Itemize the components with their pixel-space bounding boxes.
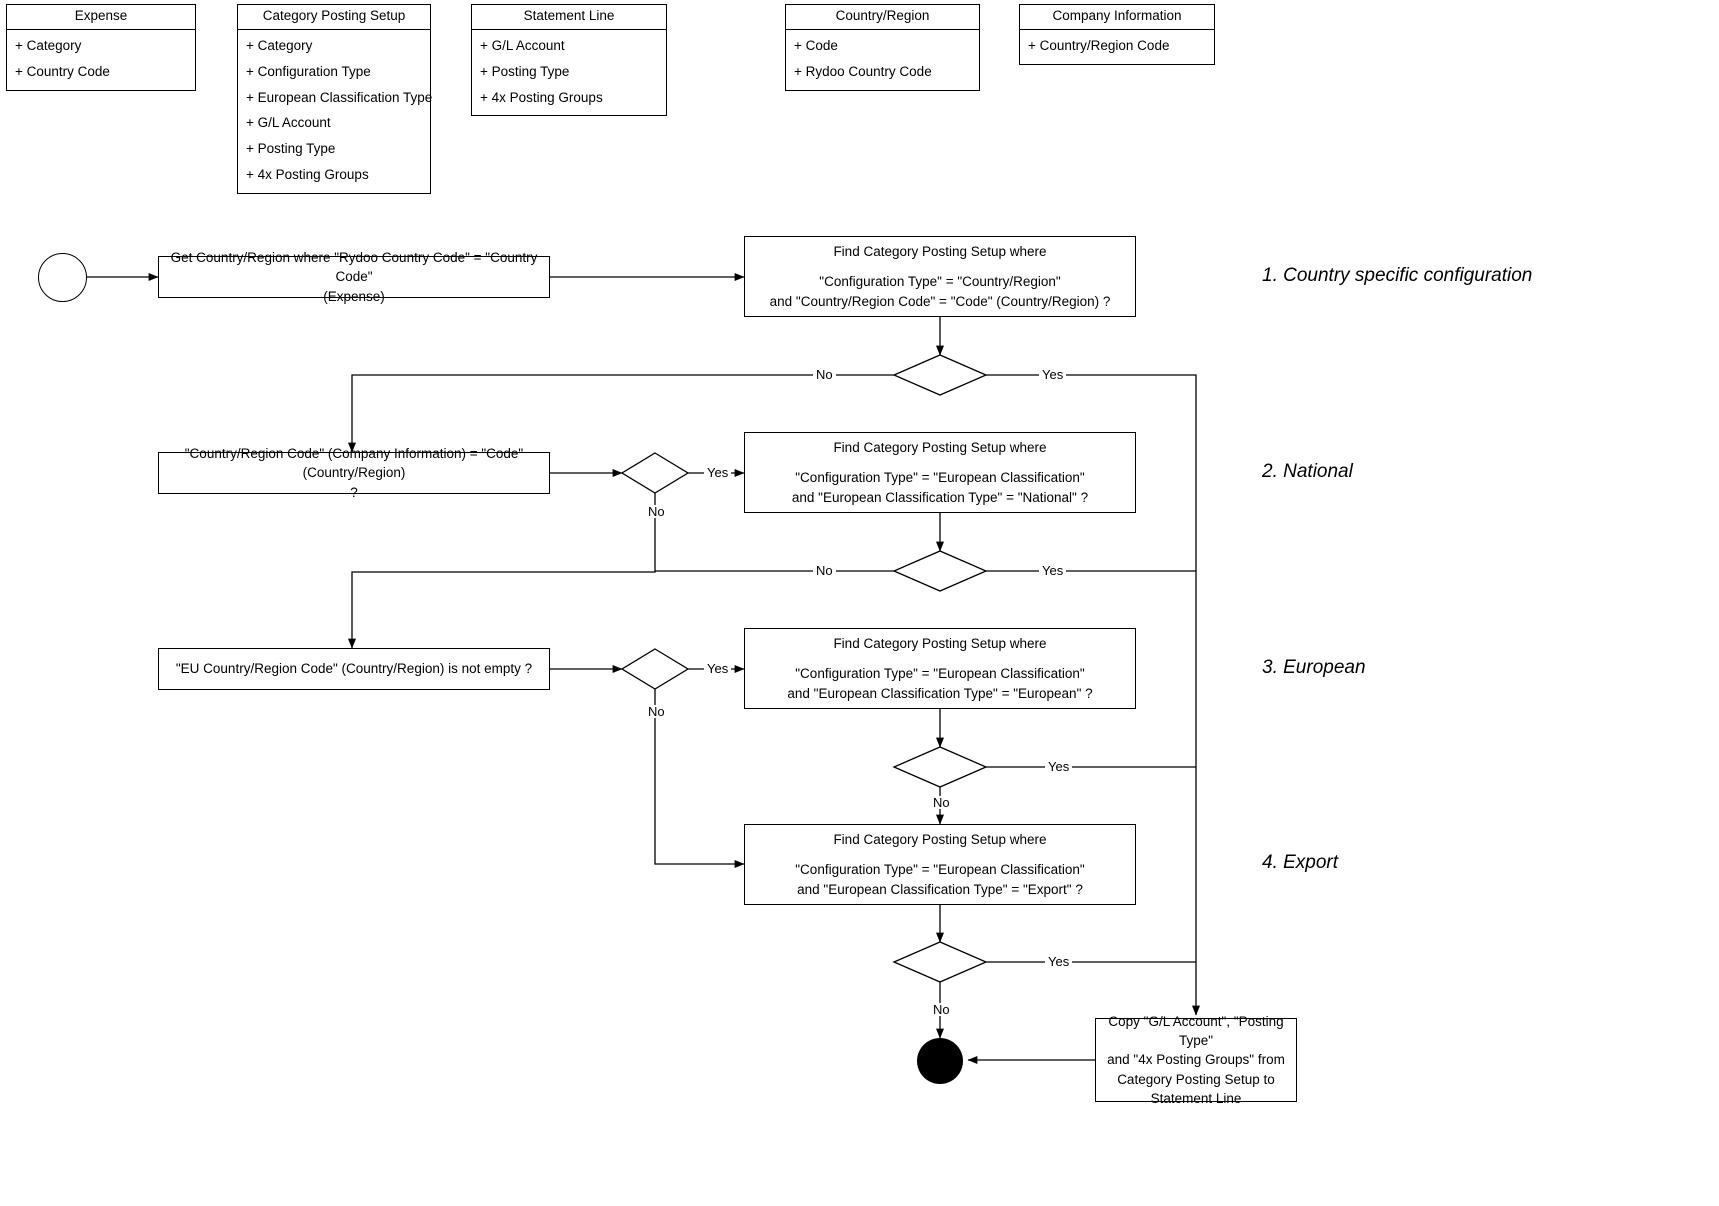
edge-label-yes: Yes — [704, 466, 732, 479]
class-box-title: Statement Line — [472, 5, 666, 30]
class-attribute: + Posting Type — [480, 63, 570, 79]
node-text-line: and "European Classification Type" = "Ex… — [797, 881, 1083, 897]
class-attribute: + Country Code — [15, 63, 110, 79]
edge-label-yes: Yes — [1039, 564, 1067, 577]
start-node — [38, 253, 87, 302]
class-box-attributes: + Category + Configuration Type + Europe… — [238, 30, 433, 193]
class-attribute: + 4x Posting Groups — [246, 167, 369, 183]
node-text-line: "Configuration Type" = "European Classif… — [795, 862, 1085, 878]
phase-label-national: 2. National — [1262, 461, 1353, 482]
class-attribute: + Posting Type — [246, 141, 336, 157]
node-text-line: "Configuration Type" = "European Classif… — [795, 470, 1085, 486]
text-spacer — [751, 653, 1129, 664]
edge-label-no: No — [645, 705, 668, 718]
node-text-line: and "4x Posting Groups" from — [1107, 1052, 1285, 1068]
text-spacer — [751, 457, 1129, 468]
edge-label-yes: Yes — [1045, 760, 1073, 773]
node-text-line: Copy "G/L Account", "Posting Type" — [1108, 1014, 1284, 1049]
node-text-line: Statement Line — [1150, 1090, 1242, 1106]
node-text-line: "EU Country/Region Code" (Country/Region… — [175, 661, 533, 677]
node-text-line: Find Category Posting Setup where — [833, 440, 1047, 456]
class-attribute: + Category — [15, 37, 82, 53]
class-attribute: + Rydoo Country Code — [794, 63, 932, 79]
edge-label-no: No — [930, 1003, 953, 1016]
class-attribute: + G/L Account — [246, 115, 331, 131]
class-box-title: Expense — [7, 5, 195, 30]
edge-label-no: No — [930, 796, 953, 809]
class-box-attributes: + Code + Rydoo Country Code — [786, 30, 979, 90]
node-text-line: ? — [350, 484, 358, 500]
node-find-country-region-setup: Find Category Posting Setup where "Confi… — [744, 236, 1136, 317]
class-box-title: Company Information — [1020, 5, 1214, 30]
node-text-line: Find Category Posting Setup where — [833, 832, 1047, 848]
node-eu-country-code-check: "EU Country/Region Code" (Country/Region… — [158, 648, 550, 690]
class-box-statement-line: Statement Line + G/L Account + Posting T… — [471, 4, 667, 117]
node-text-line: "Configuration Type" = "Country/Region" — [819, 274, 1061, 290]
node-text-line: Find Category Posting Setup where — [833, 244, 1047, 260]
class-box-attributes: + G/L Account + Posting Type + 4x Postin… — [472, 30, 666, 116]
node-text-line: "Configuration Type" = "European Classif… — [795, 666, 1085, 682]
phase-label-export: 4. Export — [1262, 852, 1339, 873]
text-spacer — [751, 849, 1129, 860]
node-text-line: (Expense) — [323, 288, 385, 304]
node-find-export-setup: Find Category Posting Setup where "Confi… — [744, 824, 1136, 905]
class-attribute: + Category — [246, 37, 313, 53]
node-text-line: Find Category Posting Setup where — [833, 636, 1047, 652]
class-attribute: + Code — [794, 37, 838, 53]
node-copy-to-statement-line: Copy "G/L Account", "Posting Type" and "… — [1095, 1014, 1297, 1106]
node-text-line: Get Country/Region where "Rydoo Country … — [170, 250, 538, 285]
node-text-line: "Country/Region Code" (Company Informati… — [184, 446, 524, 481]
edge-label-no: No — [645, 505, 668, 518]
class-attribute: + G/L Account — [480, 37, 565, 53]
class-attribute: + Country/Region Code — [1028, 37, 1170, 53]
node-text-line: Category Posting Setup to — [1117, 1071, 1275, 1087]
phase-label-european: 3. European — [1262, 657, 1366, 678]
class-box-company-information: Company Information + Country/Region Cod… — [1019, 4, 1215, 65]
class-box-attributes: + Country/Region Code — [1020, 30, 1214, 64]
class-box-attributes: + Category + Country Code — [7, 30, 195, 90]
node-get-country-region: Get Country/Region where "Rydoo Country … — [158, 250, 550, 304]
class-box-country-region: Country/Region + Code + Rydoo Country Co… — [785, 4, 980, 91]
edge-label-no: No — [813, 564, 836, 577]
class-box-category-posting-setup: Category Posting Setup + Category + Conf… — [237, 4, 433, 194]
node-find-national-setup: Find Category Posting Setup where "Confi… — [744, 432, 1136, 513]
class-box-title: Category Posting Setup — [238, 5, 430, 30]
phase-label-country-specific: 1. Country specific configuration — [1262, 265, 1533, 286]
node-text-line: and "European Classification Type" = "Na… — [791, 489, 1089, 505]
edge-label-yes: Yes — [1045, 955, 1073, 968]
node-company-information-check: "Country/Region Code" (Company Informati… — [158, 446, 550, 500]
edge-label-yes: Yes — [704, 662, 732, 675]
end-node — [917, 1038, 963, 1084]
edge-label-yes: Yes — [1039, 368, 1067, 381]
node-text-line: and "Country/Region Code" = "Code" (Coun… — [769, 293, 1111, 309]
class-box-title: Country/Region — [786, 5, 979, 30]
class-attribute: + European Classification Type — [246, 89, 433, 105]
node-find-european-setup: Find Category Posting Setup where "Confi… — [744, 628, 1136, 709]
class-attribute: + 4x Posting Groups — [480, 89, 603, 105]
text-spacer — [751, 261, 1129, 272]
edge-label-no: No — [813, 368, 836, 381]
class-box-expense: Expense + Category + Country Code — [6, 4, 196, 91]
node-text-line: and "European Classification Type" = "Eu… — [787, 685, 1093, 701]
class-attribute: + Configuration Type — [246, 63, 371, 79]
